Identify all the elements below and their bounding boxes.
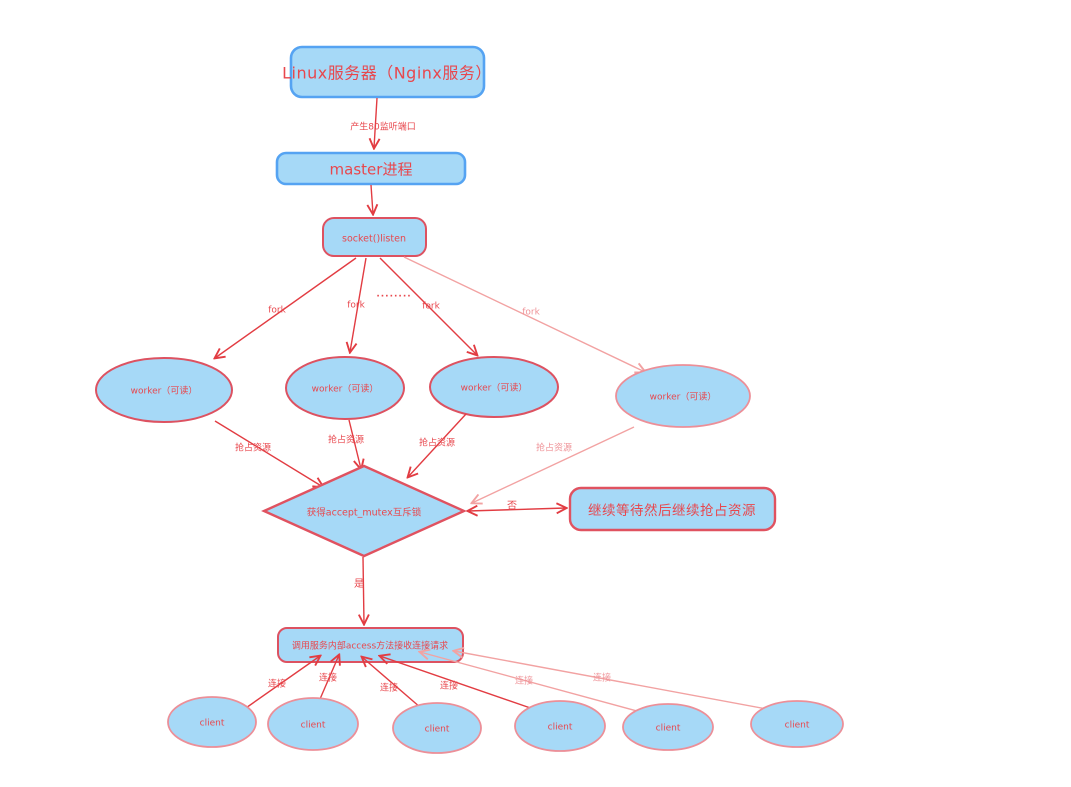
node-client-1-label: client [200,719,225,729]
node-client-2-label: client [301,721,326,731]
node-master [275,151,467,186]
label-connect-4: 连接 [440,680,458,692]
label-fork-2: fork [347,301,365,311]
edge-linux-to-master [374,97,377,148]
node-client-5-label: client [656,724,681,734]
node-client-2 [267,697,359,751]
label-seize-4: 抢占资源 [536,442,572,454]
node-client-3-label: client [425,725,450,735]
node-worker-3-label: worker（可读） [461,382,528,394]
edge-master-to-socket [371,184,373,214]
edge-seize-4 [472,426,635,503]
node-socket-listen [322,217,427,257]
node-worker-4-label: worker（可读） [650,391,717,403]
edge-fork-1 [215,257,357,358]
label-connect-6: 连接 [593,672,611,684]
node-linux-server [289,45,486,99]
edge-seize-2 [348,419,361,469]
node-linux-server-label: Linux服务器（Nginx服务） [282,64,492,83]
label-connect-3: 连接 [380,682,398,694]
node-client-3 [392,702,482,754]
edge-yes [363,556,364,624]
node-worker-1-label: worker（可读） [131,385,198,397]
node-worker-3 [429,356,559,418]
edge-connect-3 [362,657,429,715]
label-connect-1: 连接 [268,678,286,690]
label-yes: 是 [354,578,364,590]
node-mutex-decision [261,464,467,558]
label-connect-5: 连接 [515,675,533,687]
edge-connect-5 [420,652,649,715]
edge-connect-6 [454,651,773,711]
label-seize-1: 抢占资源 [235,442,271,454]
edge-connect-4 [380,656,543,713]
edge-fork-2 [350,257,367,352]
label-seize-3: 抢占资源 [419,437,455,449]
label-no: 否 [507,500,517,512]
node-accept-box-label: 调用服务内部access方法接收连接请求 [292,640,448,652]
edge-fork-3 [379,257,477,355]
node-worker-2 [285,356,405,420]
edge-seize-3 [408,413,467,477]
node-mutex-decision-label: 获得accept_mutex互斥锁 [307,507,422,519]
node-master-label: master进程 [330,161,413,179]
node-client-6-label: client [785,721,810,731]
node-socket-listen-label: socket()listen [342,234,406,245]
node-worker-2-label: worker（可读） [312,383,379,395]
edge-no [468,508,566,511]
node-client-6 [750,700,844,748]
node-client-1 [167,696,257,748]
edge-fork-4 [403,256,645,372]
edge-connect-1 [242,656,320,711]
label-fork-1: fork [268,306,286,316]
label-seize-2: 抢占资源 [328,434,364,446]
node-worker-4 [615,364,751,428]
node-client-4 [514,700,606,752]
edge-port-label: 产生80监听端口 [350,121,415,133]
edge-seize-1 [214,420,323,487]
node-client-4-label: client [548,723,573,733]
node-worker-1 [95,357,233,423]
label-fork-4: fork [522,308,540,318]
node-wait-box-label: 继续等待然后继续抢占资源 [588,502,756,519]
label-fork-dots: ........ [376,290,411,300]
node-wait-box [568,486,777,532]
node-client-5 [622,703,714,751]
label-connect-2: 连接 [319,672,337,684]
label-fork-3: fork [422,302,440,312]
